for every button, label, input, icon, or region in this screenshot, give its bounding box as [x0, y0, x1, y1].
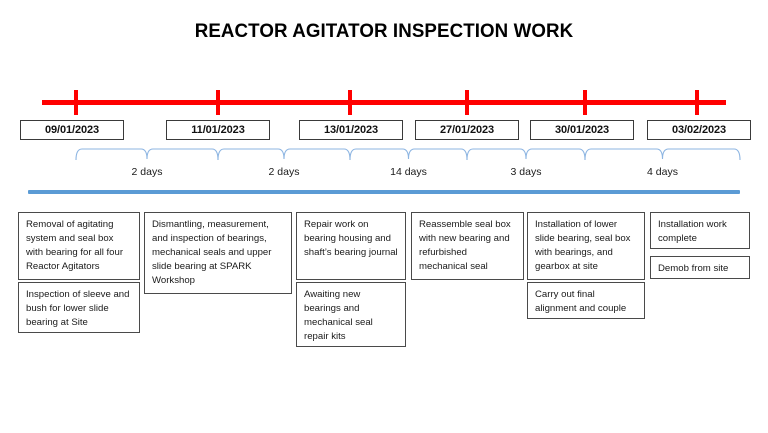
timeline-tick: [583, 90, 587, 115]
milestone-date-box[interactable]: 13/01/2023: [299, 120, 403, 140]
duration-bracket: [217, 148, 351, 161]
duration-brackets: [75, 148, 741, 161]
timeline-tick: [695, 90, 699, 115]
milestone-date-box[interactable]: 30/01/2023: [530, 120, 634, 140]
milestone-date-box[interactable]: 09/01/2023: [20, 120, 124, 140]
duration-bracket: [75, 148, 219, 161]
milestone-date-box[interactable]: 03/02/2023: [647, 120, 751, 140]
task-box[interactable]: Installation work complete: [650, 212, 750, 249]
duration-bracket: [466, 148, 586, 161]
task-box[interactable]: Dismantling, measurement, and inspection…: [144, 212, 292, 294]
timeline-tick: [74, 90, 78, 115]
task-box[interactable]: Carry out final alignment and couple: [527, 282, 645, 319]
timeline-tick: [216, 90, 220, 115]
page-title: REACTOR AGITATOR INSPECTION WORK: [194, 20, 574, 42]
timeline-tick: [465, 90, 469, 115]
task-box[interactable]: Repair work on bearing housing and shaft…: [296, 212, 406, 280]
task-box[interactable]: Installation of lower slide bearing, sea…: [527, 212, 645, 280]
task-box[interactable]: Inspection of sleeve and bush for lower …: [18, 282, 140, 333]
milestone-date-box[interactable]: 27/01/2023: [415, 120, 519, 140]
duration-label: 14 days: [390, 166, 427, 178]
duration-bracket: [349, 148, 468, 161]
task-box[interactable]: Removal of agitating system and seal box…: [18, 212, 140, 280]
task-box[interactable]: Awaiting new bearings and mechanical sea…: [296, 282, 406, 347]
duration-label: 4 days: [647, 166, 678, 178]
timeline-tick: [348, 90, 352, 115]
task-box[interactable]: Demob from site: [650, 256, 750, 279]
duration-label: 2 days: [268, 166, 300, 178]
milestone-date-box[interactable]: 11/01/2023: [166, 120, 270, 140]
timeline-axis: [42, 100, 726, 105]
duration-label: 3 days: [510, 166, 542, 178]
duration-label: 2 days: [131, 166, 163, 178]
section-divider: [28, 190, 740, 194]
duration-bracket: [584, 148, 741, 161]
task-box[interactable]: Reassemble seal box with new bearing and…: [411, 212, 524, 280]
